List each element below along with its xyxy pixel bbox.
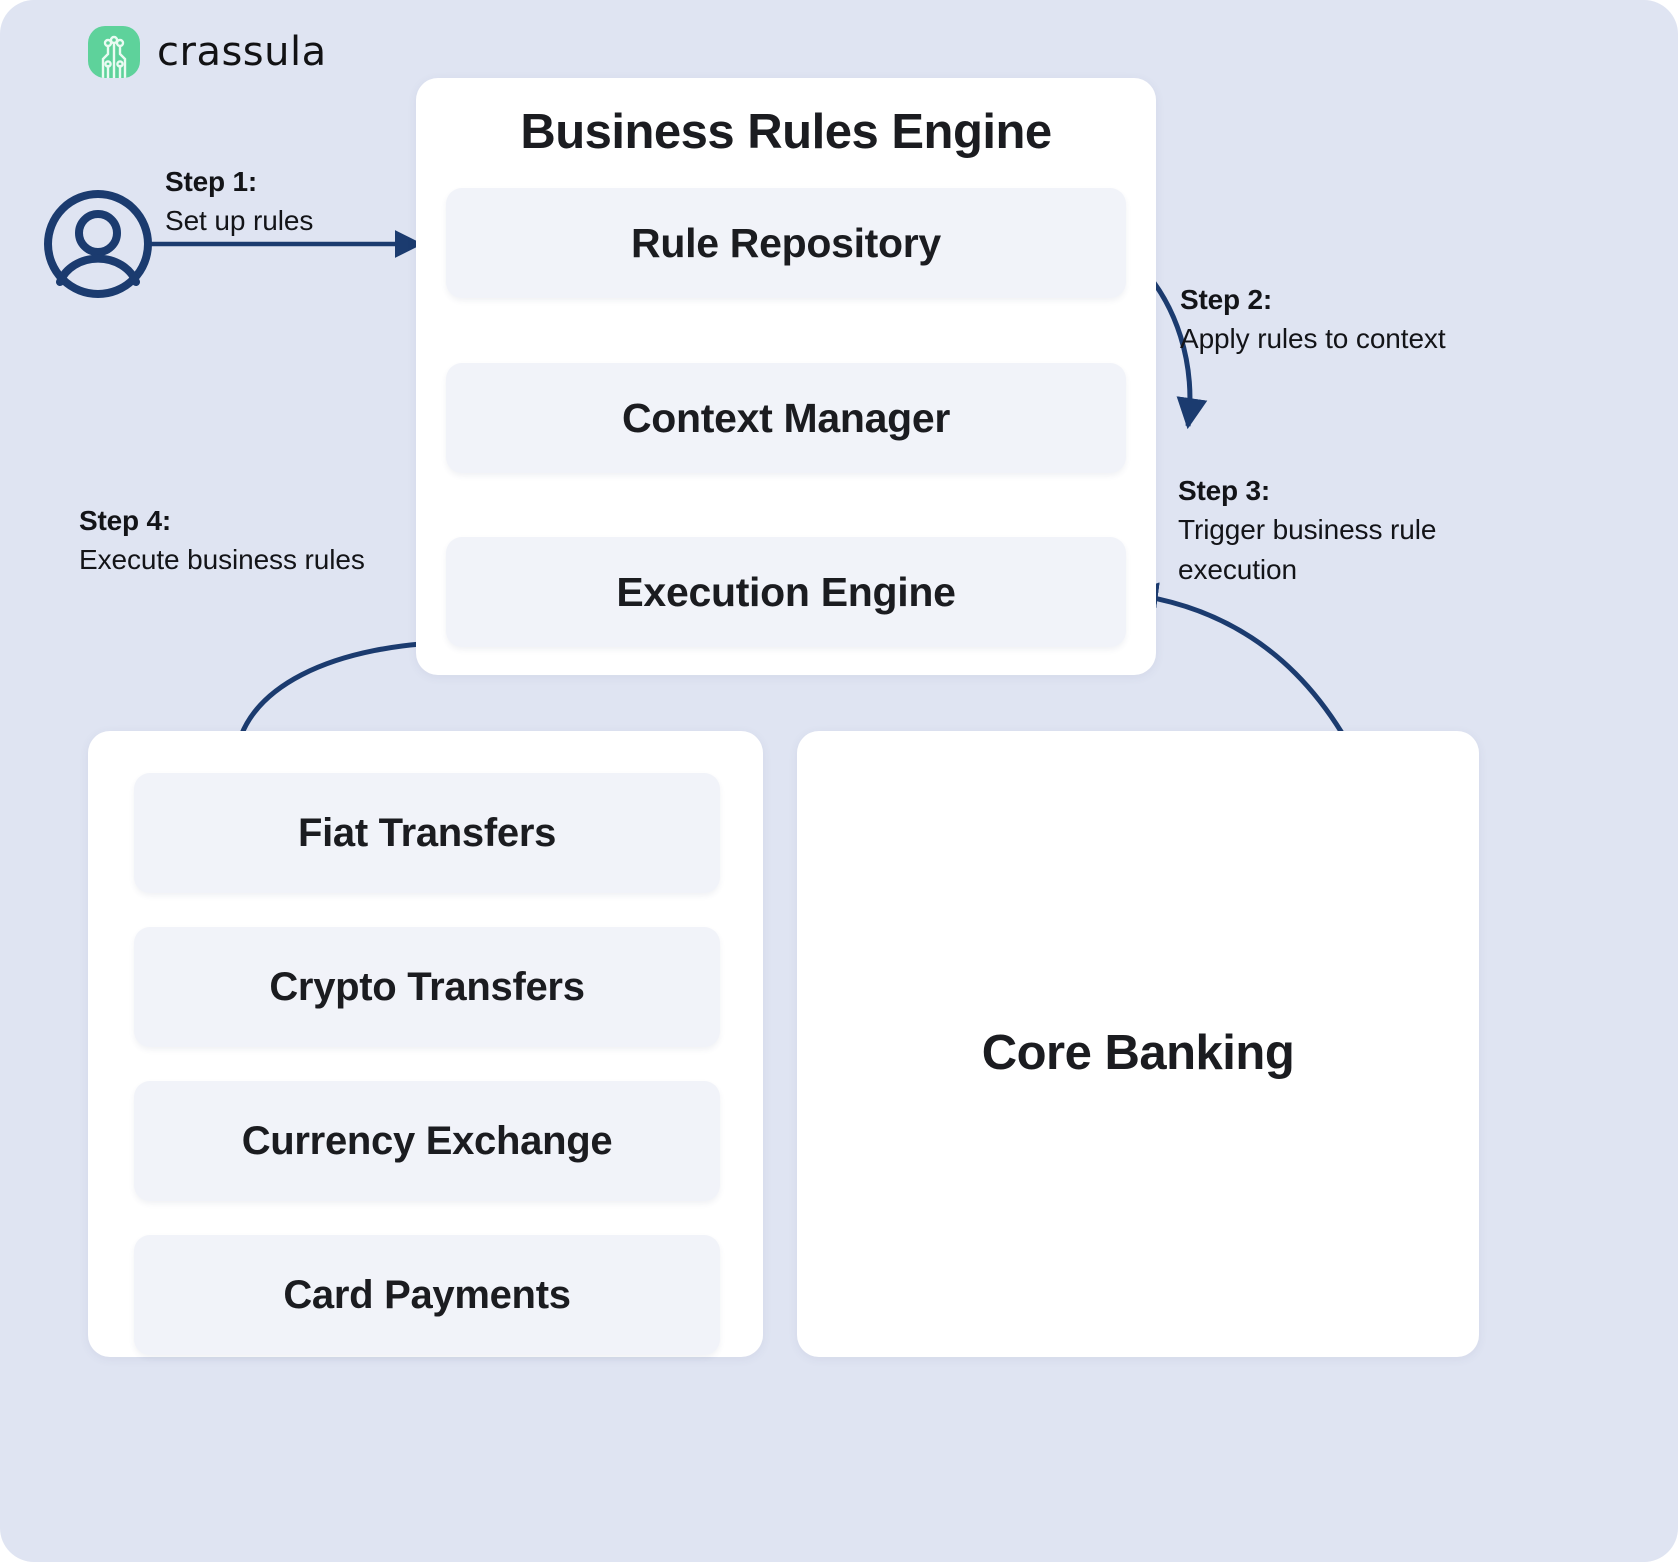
panel-core-banking: Core Banking <box>797 731 1479 1357</box>
box-currency-exchange[interactable]: Currency Exchange <box>134 1081 720 1201</box>
circuit-logo-icon <box>88 26 140 78</box>
panel-services: Fiat Transfers Crypto Transfers Currency… <box>88 731 763 1357</box>
step-3-heading: Step 3: <box>1178 475 1270 506</box>
step-3-label: Step 3: Trigger business rule execution <box>1178 472 1508 589</box>
box-context-manager[interactable]: Context Manager <box>446 363 1126 473</box>
step-1-description: Set up rules <box>165 204 314 236</box>
step-3-description: Trigger business rule execution <box>1178 513 1437 585</box>
business-rules-engine-title: Business Rules Engine <box>520 105 1052 159</box>
box-card-payments[interactable]: Card Payments <box>134 1235 720 1355</box>
user-avatar-icon <box>38 184 158 309</box>
step-2-heading: Step 2: <box>1180 284 1272 315</box>
box-execution-engine[interactable]: Execution Engine <box>446 537 1126 647</box>
step-2-label: Step 2: Apply rules to context <box>1180 281 1446 359</box>
box-crypto-transfers[interactable]: Crypto Transfers <box>134 927 720 1047</box>
core-banking-title: Core Banking <box>981 1026 1295 1080</box>
step-4-label: Step 4: Execute business rules <box>79 502 365 580</box>
box-rule-repository[interactable]: Rule Repository <box>446 188 1126 298</box>
brand-name: crassula <box>157 29 327 75</box>
step-2-description: Apply rules to context <box>1180 322 1446 354</box>
step-4-description: Execute business rules <box>79 543 365 575</box>
box-fiat-transfers[interactable]: Fiat Transfers <box>134 773 720 893</box>
panel-business-rules-engine: Business Rules Engine Rule Repository Co… <box>416 78 1156 675</box>
step-4-heading: Step 4: <box>79 505 171 536</box>
step-1-heading: Step 1: <box>165 166 257 197</box>
brand-logo: crassula <box>88 26 327 78</box>
step-1-label: Step 1: Set up rules <box>165 163 313 241</box>
